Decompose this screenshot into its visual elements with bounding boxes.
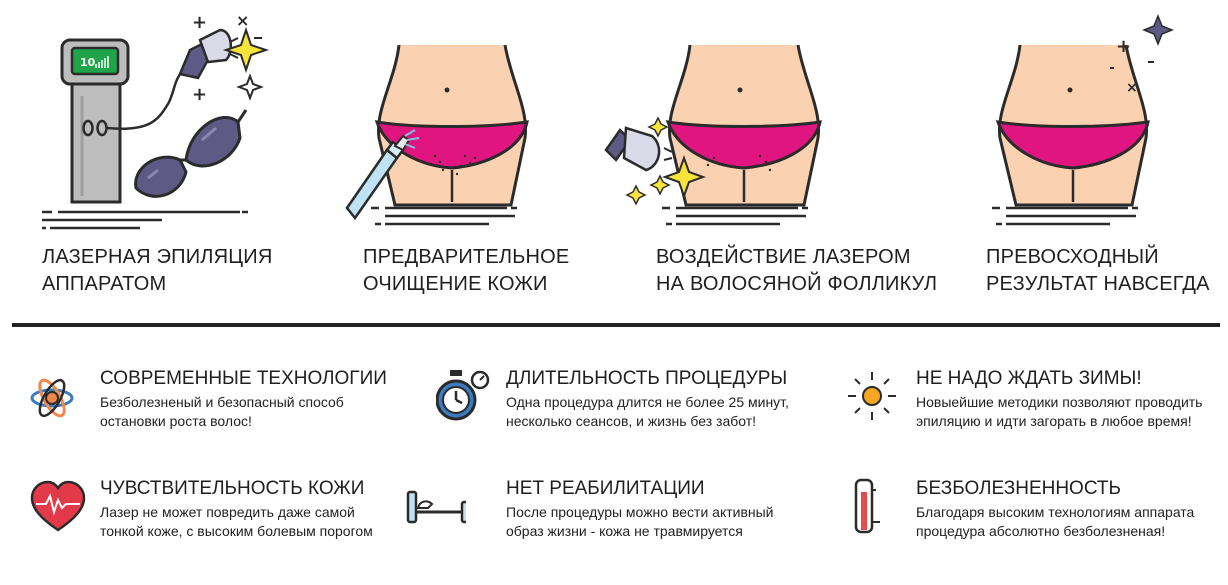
feature-title: ЧУВСТВИТЕЛЬНОСТЬ КОЖИ	[100, 478, 365, 499]
laser-device-icon: 10	[60, 38, 183, 204]
feature-description: Благодаря высоким технологиям аппарата п…	[916, 503, 1194, 541]
step-laser-device: 10	[40, 0, 300, 310]
step-label-line: ЛАЗЕРНАЯ ЭПИЛЯЦИЯ	[42, 246, 273, 268]
feature-description-line: Одна процедура длится не более 25 минут,	[506, 394, 789, 410]
feature-no-winter-wait: НЕ НАДО ЖДАТЬ ЗИМЫ! Новыейшие методики п…	[846, 368, 1228, 448]
step-label: ПРЕДВАРИТЕЛЬНОЕ ОЧИЩЕНИЕ КОЖИ	[363, 244, 569, 298]
step-label-line: АППАРАТОМ	[42, 273, 167, 295]
feature-skin-sensitivity: ЧУВСТВИТЕЛЬНОСТЬ КОЖИ Лазер не может пов…	[30, 478, 420, 558]
body-figure-icon	[374, 44, 529, 207]
laser-handpiece-icon	[604, 126, 661, 172]
sparkle-icon	[625, 116, 706, 206]
feature-description-line: После процедуры можно вести активный	[506, 504, 774, 520]
feature-description-line: Безболезненый и безопасный способ	[100, 394, 344, 410]
feature-modern-tech: СОВРЕМЕННЫЕ ТЕХНОЛОГИИ Безболезненый и б…	[30, 368, 420, 448]
feature-description: Одна процедура длится не более 25 минут,…	[506, 393, 789, 431]
step-label: ВОЗДЕЙСТВИЕ ЛАЗЕРОМ НА ВОЛОСЯНОЙ ФОЛЛИКУ…	[656, 244, 937, 298]
feature-no-rehabilitation: НЕТ РЕАБИЛИТАЦИИ После процедуры можно в…	[406, 478, 826, 558]
body-figure-icon	[995, 44, 1150, 207]
body-figure-icon	[665, 44, 822, 207]
sparkle-icon: + ×	[1110, 13, 1175, 96]
section-divider	[12, 323, 1220, 327]
feature-description-line: Новыейшие методики позволяют проводить	[916, 394, 1203, 410]
stopwatch-icon	[436, 370, 490, 421]
svg-text:+: +	[192, 12, 207, 33]
feature-description-line: эпиляцию и идти загорать в любое время!	[916, 413, 1192, 429]
feature-description: Лазер не может повредить даже самой тонк…	[100, 503, 373, 541]
underline-decoration	[371, 206, 517, 226]
hair-dots	[429, 154, 477, 176]
sun-icon	[848, 372, 896, 420]
feature-description-line: несколько сеансов, и жизнь без забот!	[506, 413, 757, 429]
feature-title: БЕЗБОЛЕЗНЕННОСТЬ	[916, 478, 1122, 499]
feature-description-line: процедура абсолютно безболезненая!	[916, 523, 1166, 539]
step-label-line: ВОЗДЕЙСТВИЕ ЛАЗЕРОМ	[656, 246, 911, 268]
feature-painless: БЕЗБОЛЕЗНЕННОСТЬ Благодаря высоким техно…	[846, 478, 1228, 558]
result-illustration: + ×	[992, 13, 1175, 226]
device-screen-text: 10	[80, 56, 96, 69]
bed-icon	[406, 490, 466, 524]
feature-title: ДЛИТЕЛЬНОСТЬ ПРОЦЕДУРЫ	[506, 368, 788, 389]
feature-title: НЕ НАДО ЖДАТЬ ЗИМЫ!	[916, 368, 1142, 389]
laser-handpiece-icon	[178, 28, 242, 80]
feature-description: Новыейшие методики позволяют проводить э…	[916, 393, 1202, 431]
feature-description: Безболезненый и безопасный способ остано…	[100, 393, 344, 431]
feature-description-line: образ жизни - кожа не травмируется	[506, 523, 743, 539]
atom-icon	[30, 378, 74, 418]
feature-duration: ДЛИТЕЛЬНОСТЬ ПРОЦЕДУРЫ Одна процедура дл…	[436, 368, 826, 448]
step-skin-cleaning: ПРЕДВАРИТЕЛЬНОЕ ОЧИЩЕНИЕ КОЖИ	[335, 0, 575, 310]
feature-description-line: тонкой коже, с высоким болевым порогом	[100, 523, 373, 539]
heart-pulse-icon	[30, 480, 86, 532]
svg-text:+: +	[1116, 36, 1131, 57]
step-label: ЛАЗЕРНАЯ ЭПИЛЯЦИЯ АППАРАТОМ	[42, 244, 273, 298]
step-label-line: РЕЗУЛЬТАТ НАВСЕГДА	[986, 273, 1210, 295]
underline-decoration	[42, 210, 248, 230]
step-laser-impact: ВОЗДЕЙСТВИЕ ЛАЗЕРОМ НА ВОЛОСЯНОЙ ФОЛЛИКУ…	[600, 0, 940, 310]
feature-description-line: Лазер не может повредить даже самой	[100, 504, 355, 520]
process-steps: 10	[40, 0, 1220, 310]
hair-dots	[706, 154, 772, 172]
feature-title: НЕТ РЕАБИЛИТАЦИИ	[506, 478, 705, 499]
svg-text:×: ×	[1126, 80, 1138, 96]
underline-decoration	[662, 206, 808, 226]
feature-description-line: остановки роста волос!	[100, 413, 252, 429]
sparkle-icon: + × +	[192, 11, 270, 105]
underline-decoration	[992, 206, 1138, 226]
thermometer-icon	[854, 478, 880, 534]
feature-title: СОВРЕМЕННЫЕ ТЕХНОЛОГИИ	[100, 368, 387, 389]
step-label-line: НА ВОЛОСЯНОЙ ФОЛЛИКУЛ	[656, 273, 938, 295]
skin-cleaning-illustration	[345, 44, 529, 226]
step-label-line: ПРЕВОСХОДНЫЙ	[986, 246, 1159, 268]
svg-text:+: +	[192, 84, 207, 105]
protective-glasses-icon	[134, 109, 248, 198]
feature-description-line: Благодаря высоким технологиям аппарата	[916, 504, 1195, 520]
step-label: ПРЕВОСХОДНЫЙ РЕЗУЛЬТАТ НАВСЕГДА	[986, 244, 1210, 298]
step-result: + × ПРЕВОСХОДНЫЙ РЕЗУЛЬТАТ НАВСЕГДА	[960, 0, 1220, 310]
laser-impact-illustration	[604, 44, 822, 226]
step-label-line: ОЧИЩЕНИЕ КОЖИ	[363, 273, 548, 295]
step-label-line: ПРЕДВАРИТЕЛЬНОЕ	[363, 246, 570, 268]
spray-bottle-icon	[345, 129, 420, 221]
laser-device-illustration: 10	[42, 11, 270, 230]
feature-description: После процедуры можно вести активный обр…	[506, 503, 774, 541]
svg-text:×: ×	[236, 11, 249, 30]
